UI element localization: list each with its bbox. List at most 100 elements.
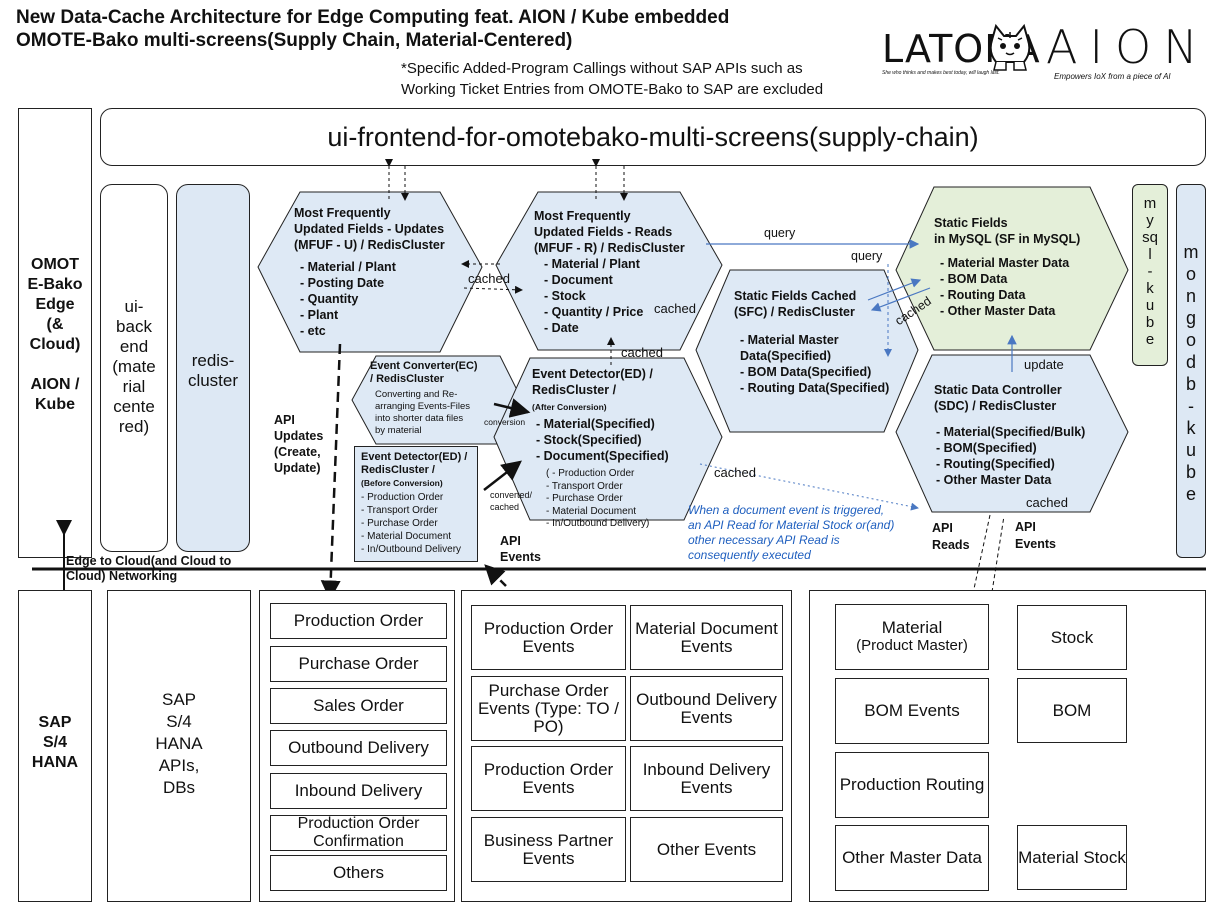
api-updates-line: Update) bbox=[274, 461, 321, 475]
cached-label-ed: cached bbox=[714, 465, 756, 480]
ed-before-items: - Production Order- Transport Order- Pur… bbox=[361, 491, 471, 556]
mfuf-r-title-line: Updated Fields - Reads bbox=[534, 225, 673, 239]
sap-event-left-item-label: Production Order Events bbox=[483, 759, 614, 797]
blue-note-line: When a document event is triggered, bbox=[688, 503, 885, 517]
sf-mysql-title-line: in MySQL (SF in MySQL) bbox=[934, 232, 1081, 246]
ed-after-sub: ( - Production Order - Transport Order -… bbox=[546, 468, 722, 531]
mysql-kube-line: sq bbox=[1142, 229, 1158, 246]
sap-order-item-label: Production Order Confirmation bbox=[297, 815, 420, 850]
blue-note-line: other necessary API Read is bbox=[688, 533, 840, 547]
sap-order-item: Production Order bbox=[270, 603, 447, 639]
edge-label-line: Kube bbox=[35, 396, 75, 413]
ed-after-sub-line: - In/Outbound Delivery) bbox=[546, 518, 650, 530]
ui-backend-line: back bbox=[116, 317, 152, 336]
sap-event-left-item-label: Production Order Events bbox=[483, 618, 614, 656]
redis-cluster-line: cluster bbox=[187, 371, 239, 390]
cached-label-sdc: cached bbox=[1026, 495, 1068, 510]
diagram-title: New Data-Cache Architecture for Edge Com… bbox=[16, 6, 729, 52]
ec-label: Event Converter(EC)/ RedisCluster Conver… bbox=[370, 360, 500, 437]
api-events-right-line: Events bbox=[1015, 537, 1056, 551]
ed-after-label: Event Detector(ED) /RedisCluster / (Afte… bbox=[532, 366, 722, 531]
ed-after-items: - Material(Specified)- Stock(Specified)-… bbox=[536, 416, 722, 464]
sap-master-right-item: BOM bbox=[1017, 678, 1127, 743]
sap-event-right-item: Material Document Events bbox=[630, 605, 783, 670]
redis-cluster-label: redis-cluster bbox=[177, 351, 249, 391]
latona-tagline: She who thinks and makes best today, wil… bbox=[882, 70, 1000, 76]
sdc-item-line: - Routing(Specified) bbox=[936, 457, 1055, 471]
sap-label-line: HANA bbox=[31, 754, 79, 771]
converted-cached-line: cached bbox=[490, 502, 520, 512]
ec-title-line: / RedisCluster bbox=[370, 373, 444, 385]
mongodb-kube-line: k bbox=[1186, 418, 1196, 438]
sap-apis-line: S/4 bbox=[166, 712, 192, 731]
sap-event-left-item: Business Partner Events bbox=[471, 817, 626, 882]
ed-after-sub-line: - Purchase Order bbox=[546, 493, 623, 505]
mongodb-kube-line: g bbox=[1185, 308, 1196, 328]
sap-order-item: Purchase Order bbox=[270, 646, 447, 682]
mfuf-u-item-line: - Quantity bbox=[300, 292, 359, 306]
sap-apis-line: APIs, bbox=[158, 756, 200, 775]
mysql-kube-line: b bbox=[1145, 314, 1155, 331]
ec-desc-line: by material bbox=[375, 425, 422, 436]
api-reads-line: API bbox=[932, 521, 953, 535]
mfuf-r-title-line: (MFUF - R) / RedisCluster bbox=[534, 241, 685, 255]
mfuf-r-item-line: - Material / Plant bbox=[544, 257, 640, 271]
sap-apis-line: SAP bbox=[161, 690, 197, 709]
sfc-item-line: Data(Specified) bbox=[740, 349, 831, 363]
ec-title: Event Converter(EC)/ RedisCluster bbox=[370, 360, 500, 386]
ui-backend-line: rial bbox=[122, 377, 146, 396]
sap-event-right-item-label: Other Events bbox=[656, 839, 757, 859]
sap-master-left-item-label: Other Master Data bbox=[842, 848, 982, 867]
mongodb-kube-line: u bbox=[1185, 440, 1196, 460]
api-updates-line: (Create, bbox=[274, 445, 321, 459]
sap-master-right-item-label: BOM bbox=[1052, 700, 1092, 720]
ed-before-title-line: Event Detector(ED) / bbox=[361, 451, 468, 463]
sdc-title-line: Static Data Controller bbox=[934, 383, 1062, 397]
ed-after-item-line: - Document(Specified) bbox=[536, 449, 669, 463]
sap-order-item: Others bbox=[270, 855, 447, 891]
converted-cached-label: converted/cached bbox=[490, 489, 532, 513]
sdc-item-line: - BOM(Specified) bbox=[936, 441, 1037, 455]
sap-order-item: Outbound Delivery bbox=[270, 730, 447, 766]
mongodb-kube-line: n bbox=[1185, 286, 1196, 306]
mfuf-u-items: - Material / Plant- Posting Date- Quanti… bbox=[300, 259, 474, 339]
update-label: update bbox=[1024, 357, 1064, 372]
sap-event-left-item: Production Order Events bbox=[471, 605, 626, 670]
ed-after-suffix: (After Conversion) bbox=[532, 402, 607, 412]
sdc-items: - Material(Specified/Bulk)- BOM(Specifie… bbox=[936, 424, 1124, 488]
mysql-kube-line: y bbox=[1146, 212, 1154, 229]
sap-event-left-item: Purchase Order Events (Type: TO / PO) bbox=[471, 676, 626, 741]
ui-backend-line: (mate bbox=[112, 357, 156, 376]
ec-desc-line: Converting and Re- bbox=[375, 389, 458, 400]
api-updates-line: API bbox=[274, 413, 295, 427]
product-master-sublabel: (Product Master) bbox=[856, 637, 968, 654]
title-line-2: OMOTE-Bako multi-screens(Supply Chain, M… bbox=[16, 30, 573, 51]
sap-event-right-item-label: Outbound Delivery Events bbox=[636, 689, 777, 727]
conversion-label: conversion bbox=[484, 417, 526, 427]
ed-after-sub-line: ( - Production Order bbox=[546, 468, 635, 479]
ed-after-sub-line: - Material Document bbox=[546, 505, 637, 517]
mfuf-r-hexagon bbox=[495, 191, 723, 351]
ed-before-box: Event Detector(ED) /RedisCluster / (Befo… bbox=[354, 446, 478, 562]
mfuf-u-item-line: - etc bbox=[300, 324, 326, 338]
note-line-2: Working Ticket Entries from OMOTE-Bako t… bbox=[401, 81, 824, 98]
mysql-kube-line: k bbox=[1146, 280, 1154, 297]
sap-order-item-label: Outbound Delivery bbox=[288, 738, 429, 757]
exclusion-note: *Specific Added-Program Callings without… bbox=[401, 58, 823, 100]
sfc-item-line: - BOM Data(Specified) bbox=[740, 365, 872, 379]
cached-label-left: cached bbox=[468, 271, 510, 286]
blue-note-line: consequently executed bbox=[688, 548, 811, 562]
sdc-hexagon bbox=[895, 354, 1129, 513]
sap-master-right-item: Material Stock bbox=[1017, 825, 1127, 890]
mysql-kube-line: - bbox=[1147, 263, 1153, 280]
sap-apis-line: DBs bbox=[162, 778, 196, 797]
sdc-label: Static Data Controller(SDC) / RedisClust… bbox=[934, 382, 1124, 488]
frontend-label: ui-frontend-for-omotebako-multi-screens(… bbox=[327, 122, 979, 152]
